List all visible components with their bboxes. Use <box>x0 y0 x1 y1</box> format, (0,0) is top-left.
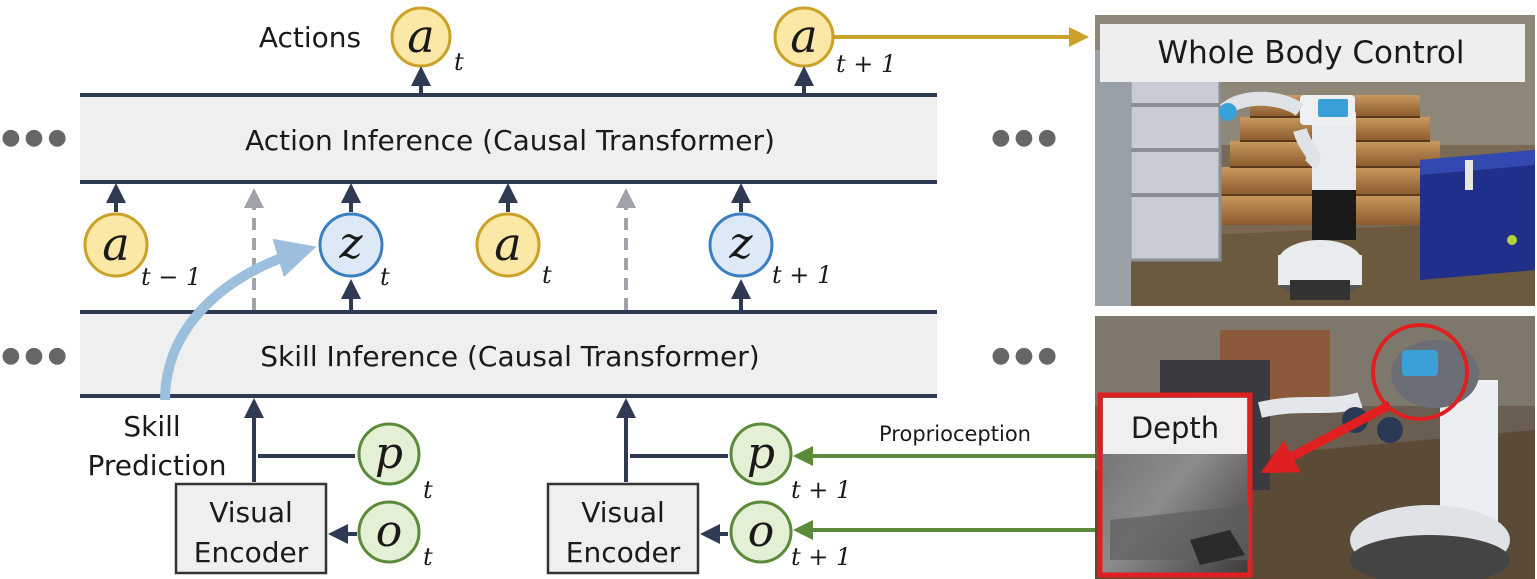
svg-text:p: p <box>747 428 775 479</box>
svg-text:Encoder: Encoder <box>566 536 681 569</box>
svg-text:o: o <box>376 506 403 557</box>
svg-text:a: a <box>407 9 434 63</box>
depth-render: Depth <box>1095 316 1535 579</box>
action-token-t: a t <box>475 212 552 289</box>
svg-text:t + 1: t + 1 <box>772 261 832 289</box>
svg-text:t: t <box>380 263 390 291</box>
svg-text:p: p <box>375 428 403 479</box>
skill-inference-block: Skill Inference (Causal Transformer) <box>80 310 937 398</box>
head-camera-arrow <box>1260 401 1393 474</box>
actions-label: Actions <box>259 21 361 54</box>
svg-text:z: z <box>728 218 753 269</box>
skill-prediction-arrow <box>160 238 317 401</box>
obs-token-o-t1: o t + 1 <box>729 500 851 571</box>
svg-text:t − 1: t − 1 <box>141 263 201 291</box>
action-output-t: a t <box>390 6 464 76</box>
svg-text:t: t <box>423 543 433 571</box>
visual-encoder-right: Visual Encoder <box>546 482 700 575</box>
svg-text:Visual: Visual <box>209 496 293 529</box>
action-output-t1: a t + 1 <box>773 6 896 78</box>
svg-text:o: o <box>748 506 775 557</box>
ellipsis-right-bottom: ●●● <box>991 343 1061 368</box>
action-token-t-minus-1: a t − 1 <box>83 212 201 291</box>
visual-encoder-left: Visual Encoder <box>174 482 328 575</box>
svg-text:Visual: Visual <box>581 496 665 529</box>
whole-body-control-render: Whole Body Control <box>1095 15 1535 306</box>
svg-text:t + 1: t + 1 <box>791 476 851 504</box>
skill-token-z-t1: z t + 1 <box>708 212 832 289</box>
svg-text:t: t <box>542 261 552 289</box>
ellipsis-left-top: ●●● <box>1 125 71 150</box>
action-inference-label: Action Inference (Causal Transformer) <box>245 124 775 157</box>
svg-text:z: z <box>338 218 363 269</box>
svg-text:a: a <box>790 9 817 63</box>
skill-prediction-label-line1: Skill <box>123 410 180 443</box>
proprio-token-p-t1: p t + 1 <box>729 422 851 504</box>
ellipsis-left-bottom: ●●● <box>1 343 71 368</box>
svg-text:Encoder: Encoder <box>194 536 309 569</box>
svg-text:a: a <box>494 217 521 271</box>
svg-text:t + 1: t + 1 <box>836 50 896 78</box>
obs-token-o-t: o t <box>357 500 433 571</box>
whole-body-control-label: Whole Body Control <box>1158 35 1465 71</box>
skill-prediction-label-line2: Prediction <box>87 449 226 482</box>
proprioception-label: Proprioception <box>879 422 1031 446</box>
skill-token-z-t: z t <box>318 212 390 291</box>
proprio-token-p-t: p t <box>357 422 433 504</box>
svg-text:t: t <box>454 48 464 76</box>
action-inference-block: Action Inference (Causal Transformer) <box>80 93 937 184</box>
ellipsis-right-top: ●●● <box>991 125 1061 150</box>
svg-text:t: t <box>423 476 433 504</box>
depth-label: Depth <box>1131 411 1219 445</box>
svg-text:t + 1: t + 1 <box>791 543 851 571</box>
svg-text:a: a <box>102 217 129 271</box>
skill-inference-label: Skill Inference (Causal Transformer) <box>260 340 759 373</box>
